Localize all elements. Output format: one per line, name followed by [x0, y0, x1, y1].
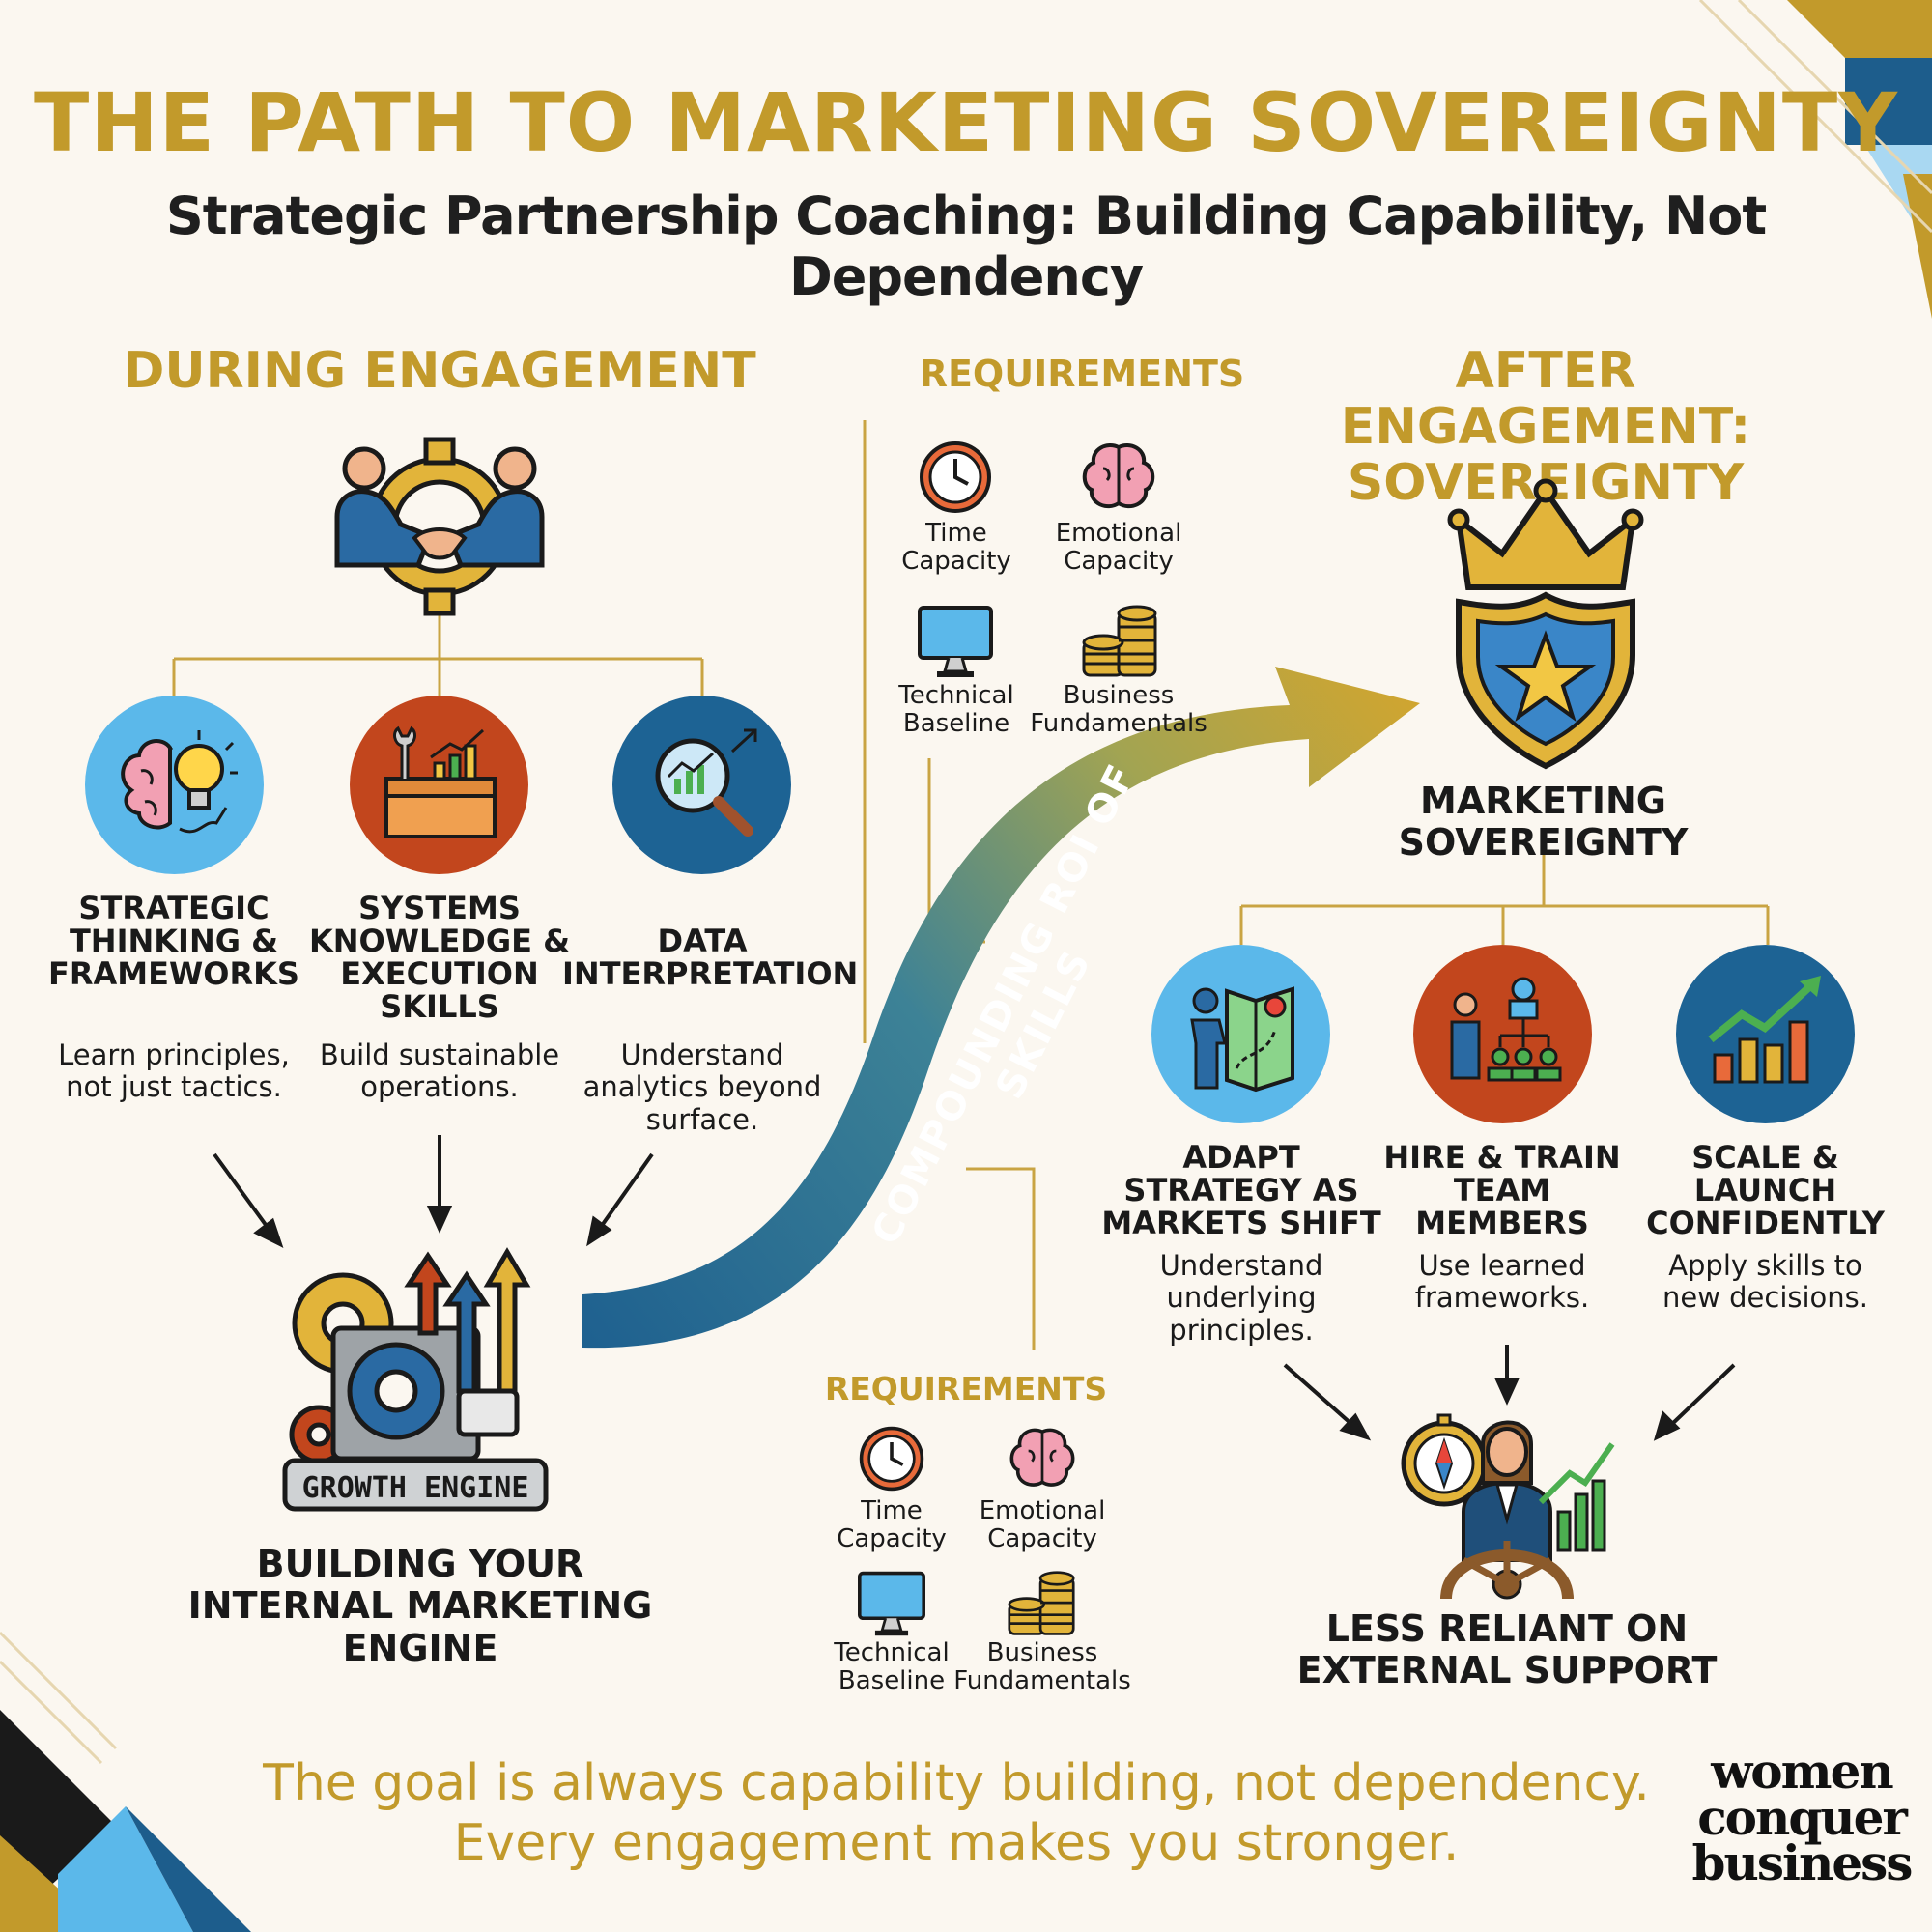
brand-logo: women conquer business: [1691, 1743, 1914, 1891]
growth-engine-icon: [282, 1247, 549, 1512]
during-heading: DURING ENGAGEMENT: [123, 342, 756, 400]
pillar-desc-strategic: Learn principles, not just tactics.: [58, 1038, 290, 1104]
clock-icon: [920, 441, 991, 513]
engine-label: BUILDING YOUR INTERNAL MARKETING ENGINE: [187, 1543, 653, 1669]
pillar-label-systems: SYSTEMS KNOWLEDGE & EXECUTION SKILLS: [308, 890, 571, 1025]
brain-icon: [1082, 443, 1155, 509]
requirement-label: Business Fundamentals: [953, 1638, 1131, 1695]
growth-bars-icon: [1708, 976, 1821, 1084]
requirement-label: Emotional Capacity: [1055, 519, 1182, 576]
growth-engine-badge: GROWTH ENGINE: [301, 1471, 529, 1505]
outcome-circle-hire: [1413, 945, 1592, 1123]
requirement-label: Technical Baseline: [834, 1638, 950, 1695]
crown-shield-icon: [1447, 478, 1644, 770]
handshake-gear-icon: [334, 437, 545, 616]
outcome-desc-hire: Use learned frameworks.: [1414, 1249, 1590, 1315]
corner-decoration-top-right: [1698, 0, 1932, 319]
brain-icon: [1009, 1428, 1075, 1487]
coins-icon: [1082, 605, 1157, 677]
magnifier-chart-icon: [655, 728, 757, 837]
sovereignty-label: MARKETING SOVEREIGNTY: [1398, 780, 1689, 865]
requirement-label: Business Fundamentals: [1030, 681, 1208, 738]
monitor-icon: [858, 1571, 925, 1636]
outcome-desc-adapt: Understand underlying principles.: [1159, 1249, 1323, 1347]
captain-wheel-icon: [1401, 1413, 1615, 1600]
clock-icon: [859, 1426, 924, 1492]
requirement-label: Time Capacity: [837, 1496, 947, 1553]
requirement-label: Emotional Capacity: [979, 1496, 1106, 1553]
requirements-bottom-heading: REQUIREMENTS: [824, 1370, 1108, 1407]
pillar-label-strategic: STRATEGIC THINKING & FRAMEWORKS: [48, 890, 299, 992]
pillar-circle-systems: [350, 696, 528, 874]
pillar-label-data: DATA INTERPRETATION: [562, 923, 859, 992]
footer-tagline: The goal is always capability building, …: [263, 1754, 1650, 1873]
monitor-icon: [918, 606, 993, 677]
outcome-circle-scale: [1676, 945, 1855, 1123]
team-hierarchy-icon: [1450, 977, 1562, 1082]
outcome-label-adapt: ADAPT STRATEGY AS MARKETS SHIFT: [1101, 1139, 1381, 1241]
result-label: LESS RELIANT ON EXTERNAL SUPPORT: [1296, 1607, 1718, 1692]
pillar-desc-systems: Build sustainable operations.: [319, 1038, 560, 1104]
strategy-map-icon: [1190, 986, 1294, 1093]
requirement-label: Technical Baseline: [898, 681, 1014, 738]
pillar-desc-data: Understand analytics beyond surface.: [582, 1038, 822, 1136]
requirements-top-heading: REQUIREMENTS: [919, 353, 1245, 395]
brain-lightbulb-icon: [121, 730, 238, 834]
coins-icon: [1008, 1571, 1075, 1635]
outcome-desc-scale: Apply skills to new decisions.: [1662, 1249, 1869, 1315]
outcome-label-hire: HIRE & TRAIN TEAM MEMBERS: [1383, 1139, 1621, 1241]
page-subtitle: Strategic Partnership Coaching: Building…: [165, 185, 1767, 307]
outcome-label-scale: SCALE & LAUNCH CONFIDENTLY: [1646, 1139, 1885, 1241]
page-title: THE PATH TO MARKETING SOVEREIGNTY: [34, 75, 1898, 170]
pillar-circle-data: [612, 696, 791, 874]
toolbox-chart-icon: [384, 725, 497, 838]
corner-decoration-bottom-left: [0, 1631, 251, 1932]
pillar-circle-strategic: [85, 696, 264, 874]
requirement-label: Time Capacity: [901, 519, 1011, 576]
outcome-circle-adapt: [1151, 945, 1330, 1123]
